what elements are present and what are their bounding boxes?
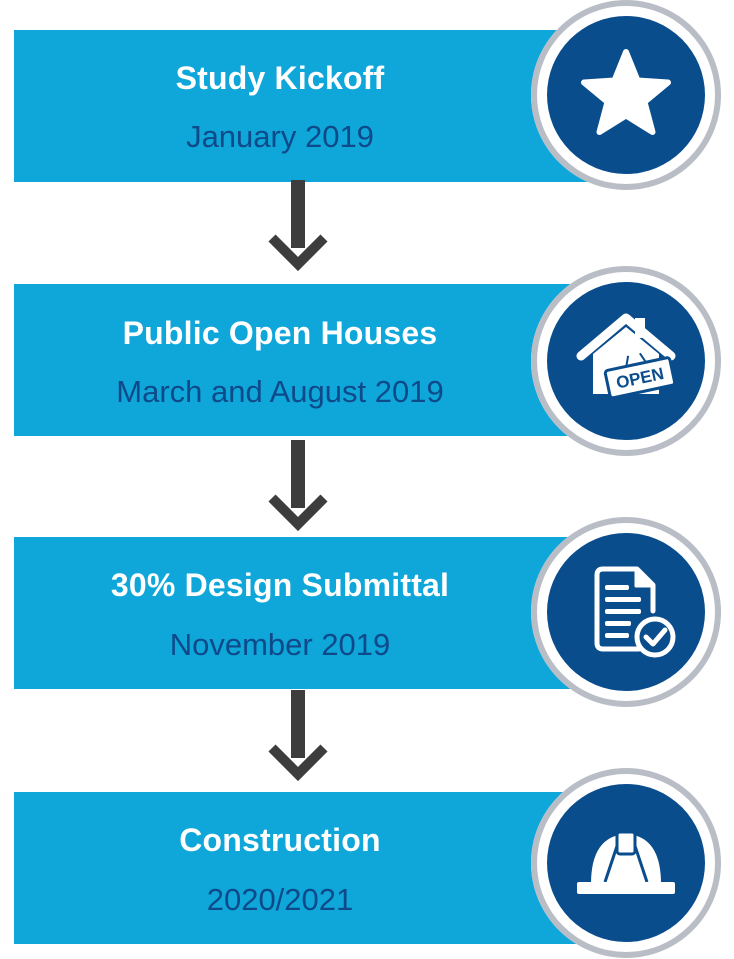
step-title: 30% Design Submittal	[110, 567, 450, 603]
step-date: 2020/2021	[206, 882, 354, 917]
step-study-kickoff: Study Kickoff January 2019	[0, 0, 734, 190]
step-construction: Construction 2020/2021	[0, 768, 734, 958]
hard-hat-icon	[547, 784, 705, 942]
step-date: March and August 2019	[116, 374, 444, 409]
step-box: Construction 2020/2021	[14, 792, 604, 944]
step-box: Study Kickoff January 2019	[14, 30, 604, 182]
star-icon	[547, 16, 705, 174]
down-arrow-icon	[268, 440, 328, 532]
step-date: November 2019	[169, 627, 391, 662]
step-box: Public Open Houses March and August 2019	[14, 284, 604, 436]
step-badge: OPEN	[531, 266, 721, 456]
step-box: 30% Design Submittal November 2019	[14, 537, 604, 689]
step-title: Construction	[179, 822, 381, 858]
step-title: Public Open Houses	[122, 315, 438, 351]
document-check-icon	[547, 533, 705, 691]
step-design-submittal: 30% Design Submittal November 2019	[0, 516, 734, 707]
step-date: January 2019	[186, 119, 374, 154]
open-house-icon: OPEN	[547, 282, 705, 440]
down-arrow-icon	[268, 690, 328, 782]
step-badge	[531, 517, 721, 707]
step-title: Study Kickoff	[175, 60, 385, 96]
down-arrow-icon	[268, 180, 328, 272]
step-public-open-houses: Public Open Houses March and August 2019	[0, 258, 734, 456]
step-badge	[531, 0, 721, 190]
step-badge	[531, 768, 721, 958]
